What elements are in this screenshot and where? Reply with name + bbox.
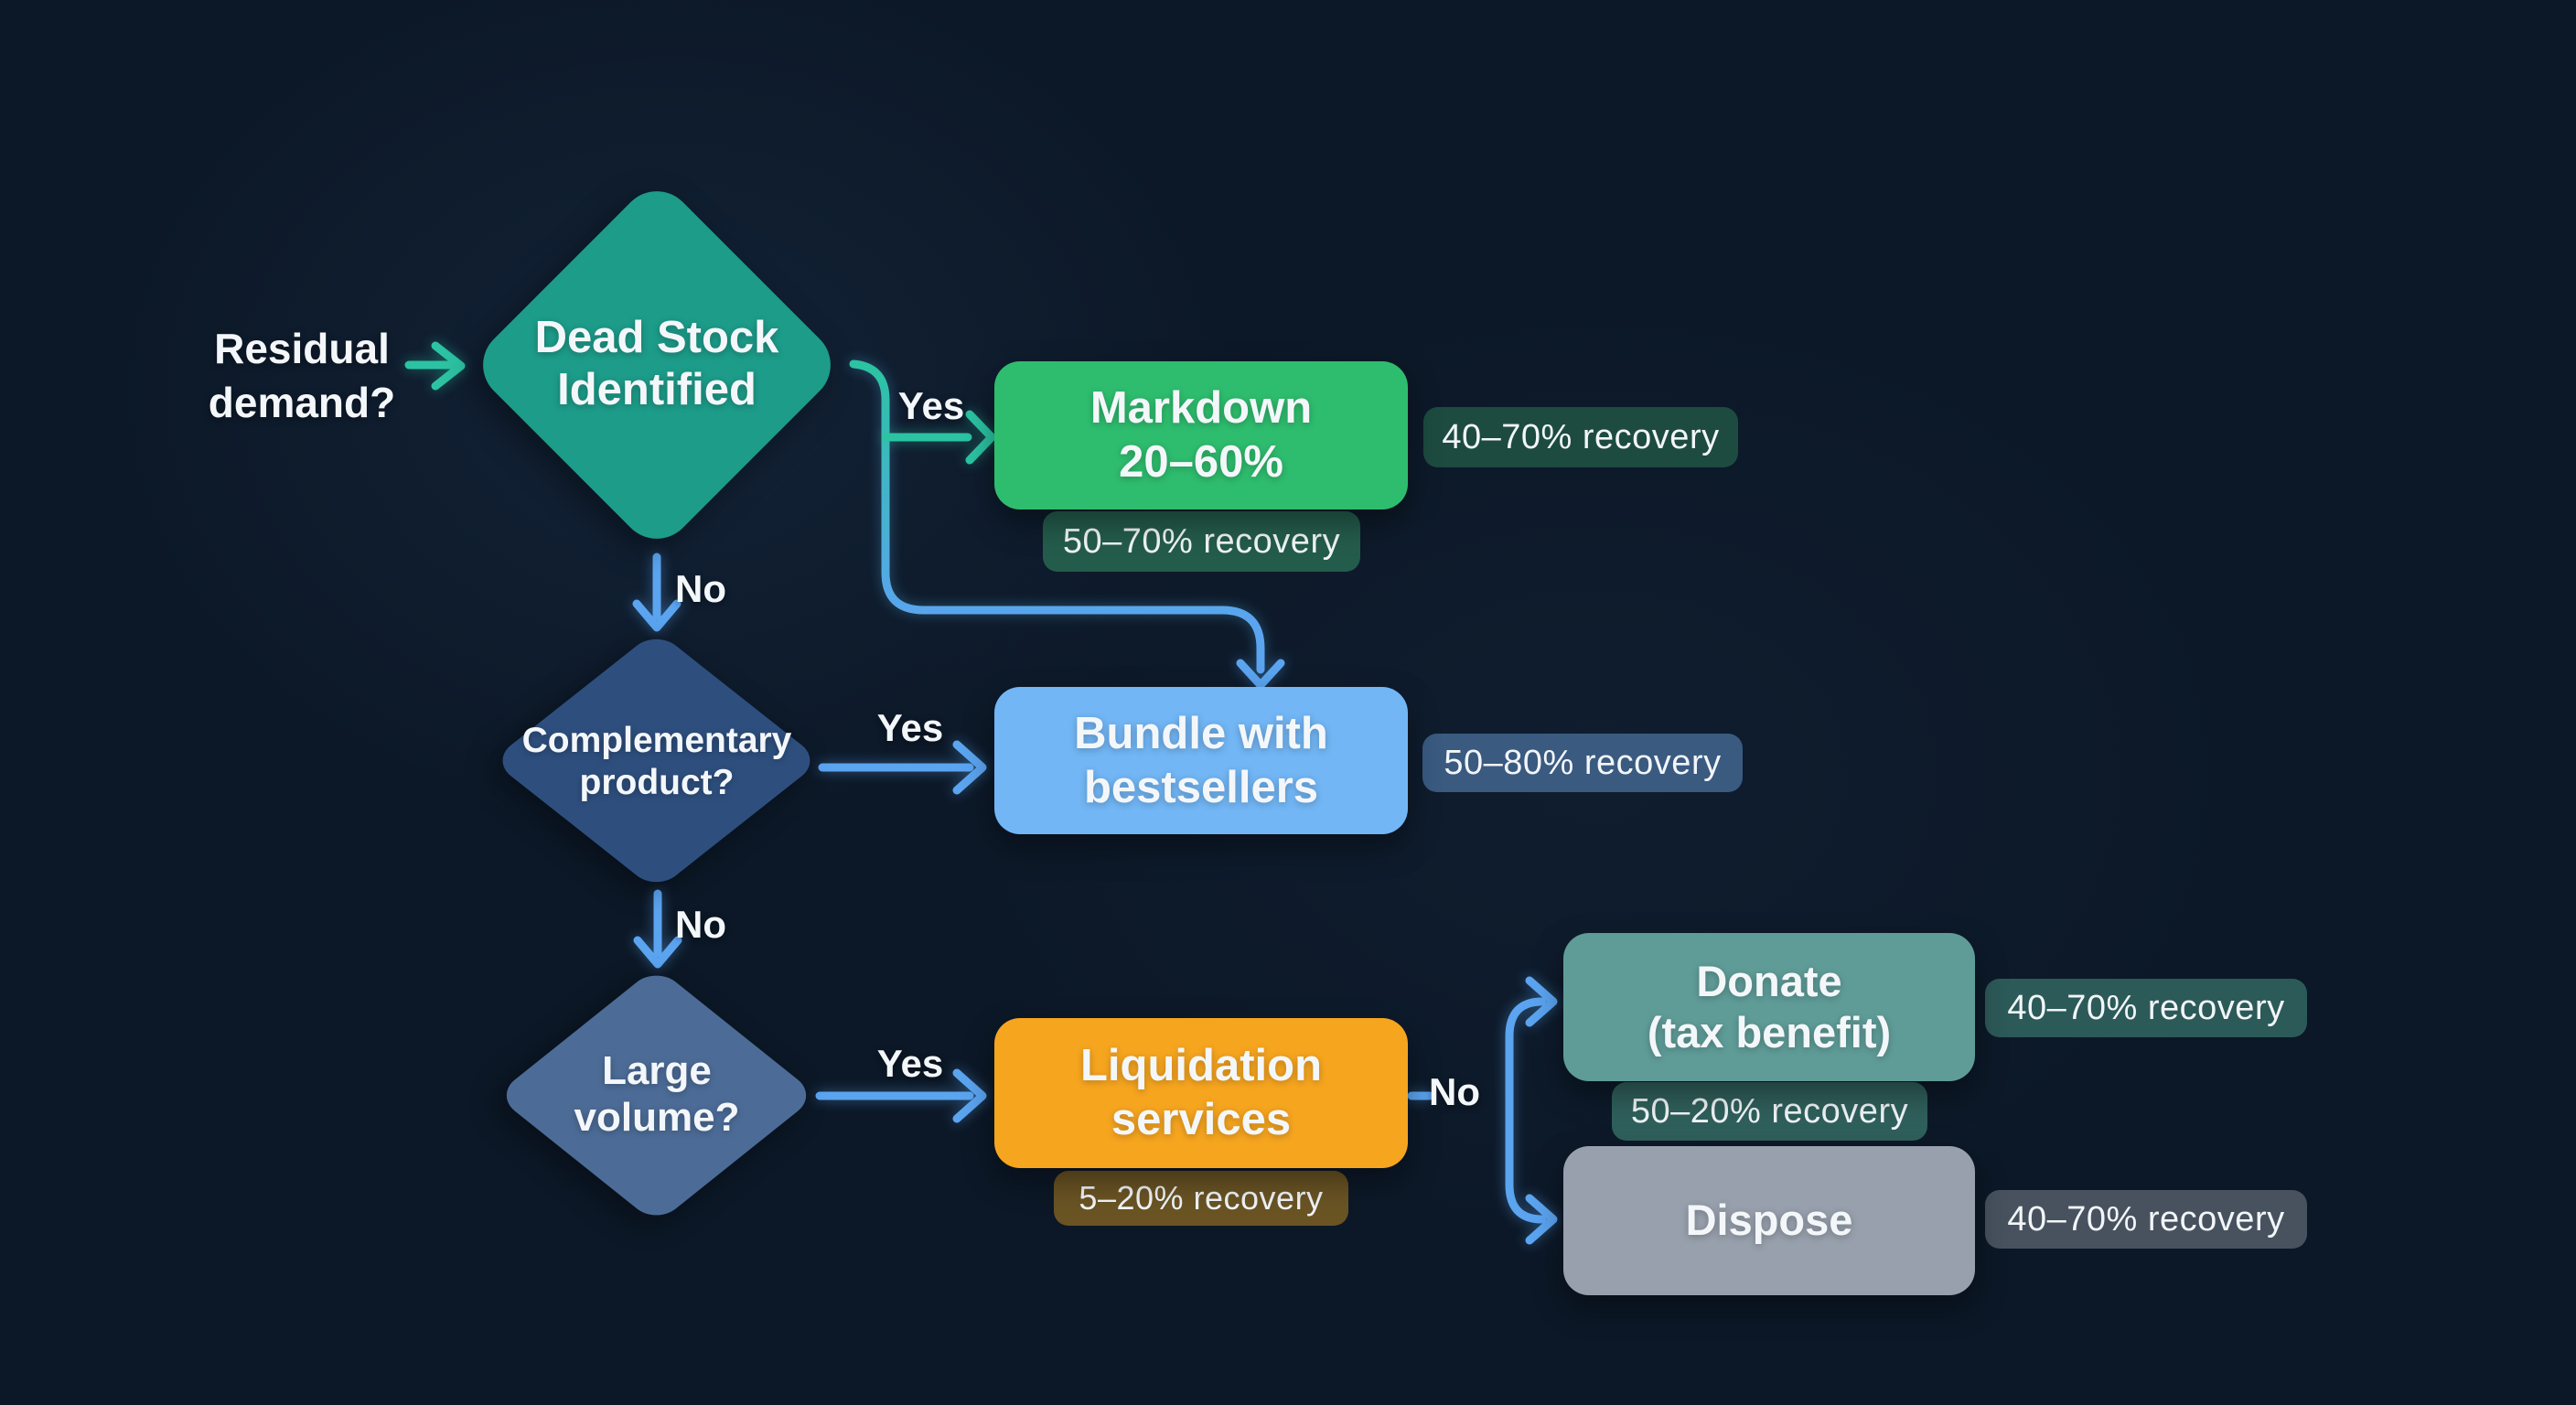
node-markdown: Markdown 20–60% — [994, 361, 1408, 509]
arrow-yes-liquidation — [815, 1068, 987, 1123]
node-liquidation-line2: services — [1111, 1095, 1292, 1144]
edge-label-no-deadstock: No — [675, 567, 726, 610]
decision-large-volume-label: Large volume? — [520, 1047, 794, 1142]
arrow-yes-bundle — [818, 740, 987, 795]
arrow-yes-markdown — [881, 410, 996, 465]
badge-donate-below: 50–20% recovery — [1612, 1082, 1927, 1141]
decision-large-volume-line2: volume? — [574, 1095, 740, 1141]
connector-deadstock-to-bundle — [849, 359, 1265, 674]
node-liquidation-services: Liquidation services — [994, 1018, 1408, 1168]
edge-label-no-liquidation: No — [1429, 1070, 1480, 1113]
badge-bundle-right-text: 50–80% recovery — [1444, 743, 1722, 782]
badge-liquidation-below-text: 5–20% recovery — [1079, 1179, 1324, 1217]
badge-donate-right-text: 40–70% recovery — [2007, 988, 2285, 1027]
badge-donate-right: 40–70% recovery — [1985, 979, 2307, 1037]
decision-complementary-label: Complementary product? — [497, 720, 817, 803]
arrowhead-donate — [1525, 976, 1558, 1027]
decision-large-volume-line1: Large — [602, 1048, 712, 1093]
node-dispose: Dispose — [1563, 1146, 1975, 1295]
badge-bundle-right: 50–80% recovery — [1422, 734, 1743, 792]
badge-liquidation-below: 5–20% recovery — [1054, 1171, 1348, 1226]
decision-dead-stock-label: Dead Stock Identified — [474, 312, 840, 417]
decision-complementary-line1: Complementary — [521, 721, 792, 760]
arrowhead-bundle-top — [1236, 659, 1285, 690]
arrow-no-deadstock-down — [632, 552, 682, 632]
badge-dispose-right-text: 40–70% recovery — [2007, 1199, 2285, 1239]
decision-dead-stock-line1: Dead Stock — [534, 313, 779, 362]
node-markdown-line1: Markdown — [1089, 383, 1313, 434]
badge-markdown-right: 40–70% recovery — [1423, 407, 1738, 467]
edge-label-yes-liquidation: Yes — [876, 1042, 944, 1085]
node-donate-line2: (tax benefit) — [1647, 1008, 1892, 1056]
node-dispose-line1: Dispose — [1685, 1196, 1853, 1245]
edge-label-no-complementary: No — [675, 903, 726, 946]
node-donate-tax-benefit: Donate (tax benefit) — [1563, 933, 1975, 1081]
node-bundle-with-bestsellers: Bundle with bestsellers — [994, 687, 1408, 834]
node-bundle-line1: Bundle with — [1074, 708, 1328, 758]
node-markdown-line2: 20–60% — [1119, 437, 1283, 487]
edge-label-yes-markdown: Yes — [897, 384, 965, 427]
arrow-no-complementary-down — [633, 889, 682, 969]
badge-markdown-below: 50–70% recovery — [1043, 511, 1360, 572]
badge-markdown-right-text: 40–70% recovery — [1442, 417, 1720, 456]
badge-donate-below-text: 50–20% recovery — [1630, 1091, 1909, 1131]
decision-complementary-line2: product? — [579, 762, 735, 802]
arrow-start-to-deadstock — [404, 341, 466, 391]
badge-dispose-right: 40–70% recovery — [1985, 1190, 2307, 1249]
branch-bracket-donate-dispose — [1505, 997, 1547, 1224]
node-liquidation-line1: Liquidation — [1080, 1041, 1322, 1091]
decision-dead-stock-line2: Identified — [557, 365, 757, 415]
edge-label-yes-bundle: Yes — [876, 706, 944, 749]
arrowhead-dispose — [1525, 1194, 1558, 1245]
node-donate-line1: Donate — [1696, 956, 1842, 1005]
start-label-residual-demand: Residual demand? — [142, 322, 462, 430]
start-label-line1: Residual — [214, 325, 390, 372]
badge-markdown-below-text: 50–70% recovery — [1062, 521, 1341, 561]
start-label-line2: demand? — [208, 378, 396, 426]
node-bundle-line2: bestsellers — [1083, 762, 1319, 812]
